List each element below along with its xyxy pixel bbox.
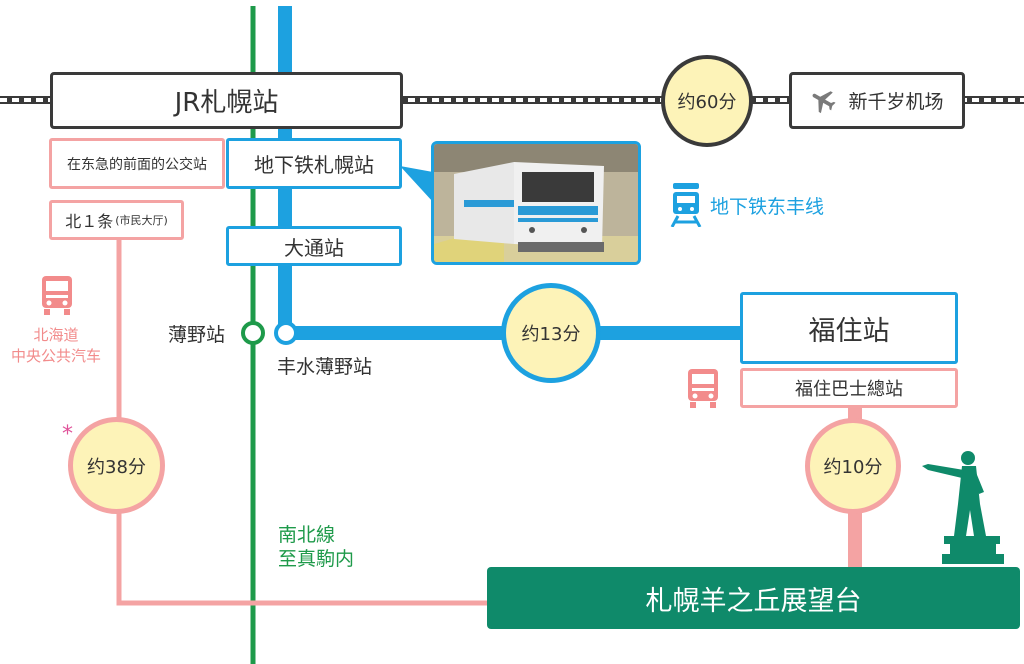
- jr-sapporo-label: JR札幌站: [174, 88, 279, 118]
- chuo-bus-label: 北海道 中央公共汽车: [10, 326, 101, 365]
- susukino-station-label: 薄野站: [168, 324, 226, 346]
- bus-icon: [42, 276, 72, 315]
- hosui-susukino-station-label: 丰水薄野站: [277, 356, 373, 378]
- subway-train-photo: [431, 141, 641, 265]
- kita1jo-bus-stop[interactable]: 北１条 (市民大厅): [49, 200, 184, 240]
- subway-sapporo-station[interactable]: 地下铁札幌站: [226, 138, 402, 189]
- jr-sapporo-station[interactable]: JR札幌站: [50, 72, 403, 129]
- airport-station[interactable]: 新千岁机场: [789, 72, 965, 129]
- photo-callout-pointer: [400, 166, 433, 202]
- subway-time-badge: 约13分: [501, 283, 601, 383]
- fukuzumi-bus-terminal[interactable]: 福住巴士總站: [740, 368, 958, 408]
- odori-station[interactable]: 大通站: [226, 226, 402, 266]
- namboku-line-label: 南北線 至真駒内: [278, 524, 355, 570]
- jr-airport-time-badge: 约60分: [661, 55, 753, 147]
- subway-train-image: [434, 144, 638, 262]
- susukino-station-dot[interactable]: [241, 321, 265, 345]
- airplane-icon: [813, 90, 837, 113]
- bus-stop-front[interactable]: 在东急的前面的公交站: [49, 138, 225, 189]
- airport-label: 新千岁机场: [848, 91, 944, 113]
- bus-icon: [688, 369, 718, 408]
- fukuzumi-bus-time-badge: 约10分: [805, 418, 901, 514]
- destination-hitsujigaoka[interactable]: 札幌羊之丘展望台: [487, 567, 1020, 629]
- toho-line-label-group: 地下铁东丰线: [670, 183, 824, 227]
- subway-train-icon: [670, 183, 702, 227]
- statue-icon: [922, 451, 1004, 564]
- fukuzumi-station[interactable]: 福住站: [740, 292, 958, 364]
- chuo-bus-time-badge: 约38分: [68, 417, 165, 514]
- hosui-susukino-station-dot[interactable]: [274, 321, 298, 345]
- chuo-bus-route: [116, 238, 490, 606]
- asterisk-mark: *: [62, 422, 73, 447]
